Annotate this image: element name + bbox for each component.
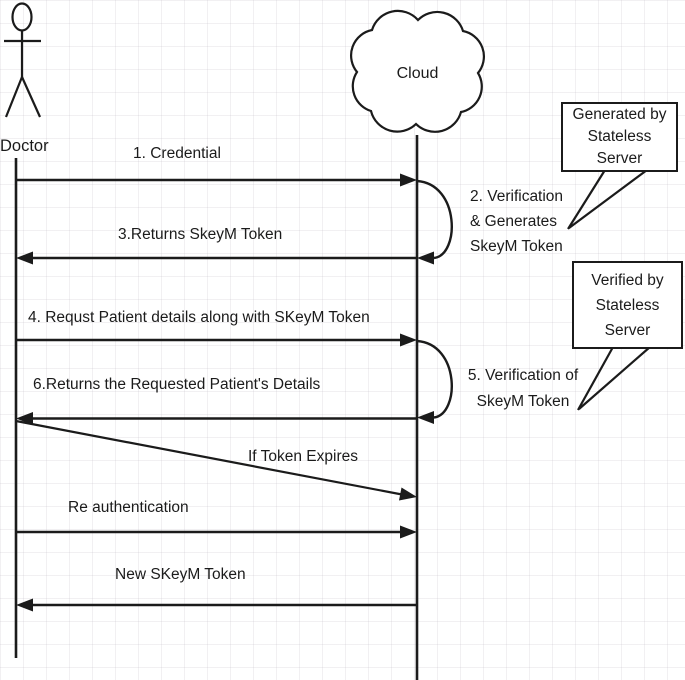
message-1-arrow [16, 173, 417, 187]
message-4-arrow [16, 333, 417, 347]
self-message-5-line1: 5. Verification of [467, 367, 579, 384]
message-7-arrow [15, 419, 417, 501]
message-1-label: 1. Credential [133, 145, 221, 162]
message-3-arrow [16, 251, 417, 265]
message-8-arrow [16, 525, 417, 539]
self-message-5-line2: SkeyM Token [476, 393, 570, 410]
message-3-label: 3.Returns SkeyM Token [118, 226, 283, 243]
message-6-arrow [16, 412, 417, 425]
doctor-actor-icon [4, 2, 42, 118]
message-7-label: If Token Expires [248, 448, 358, 465]
doctor-actor-label: Doctor [0, 137, 49, 155]
self-message-2-label: 2. Verification & Generates SkeyM Token [470, 184, 563, 259]
self-message-2-arc [416, 179, 453, 265]
self-message-5-label: 5. Verification of SkeyM Token [458, 363, 588, 415]
callout-2-line2: Stateless [595, 296, 660, 314]
callout-verified-by-stateless-server: Verified by Stateless Server [572, 261, 683, 349]
cloud-actor-label: Cloud [396, 65, 439, 82]
self-message-2-line2: & Generates [470, 213, 558, 230]
message-9-arrow [16, 598, 417, 612]
callout-2-line3: Server [604, 321, 651, 339]
self-message-2-line1: 2. Verification [470, 188, 564, 205]
callout-1-line1: Generated by [572, 106, 667, 123]
callout-generated-by-stateless-server: Generated by Stateless Server [561, 102, 678, 172]
message-9-label: New SKeyM Token [115, 566, 246, 583]
callout-2-line1: Verified by [591, 271, 664, 289]
message-4-label: 4. Requst Patient details along with SKe… [28, 309, 370, 326]
callout-2-pointer [577, 346, 651, 411]
message-6-label: 6.Returns the Requested Patient's Detail… [33, 376, 321, 393]
self-message-2-line3: SkeyM Token [470, 238, 563, 255]
message-8-label: Re authentication [68, 499, 189, 516]
self-message-5-arc [416, 339, 453, 424]
cloud-shape-icon [350, 9, 485, 133]
callout-1-line2: Stateless Server [587, 128, 652, 167]
callout-1-pointer [567, 169, 648, 230]
